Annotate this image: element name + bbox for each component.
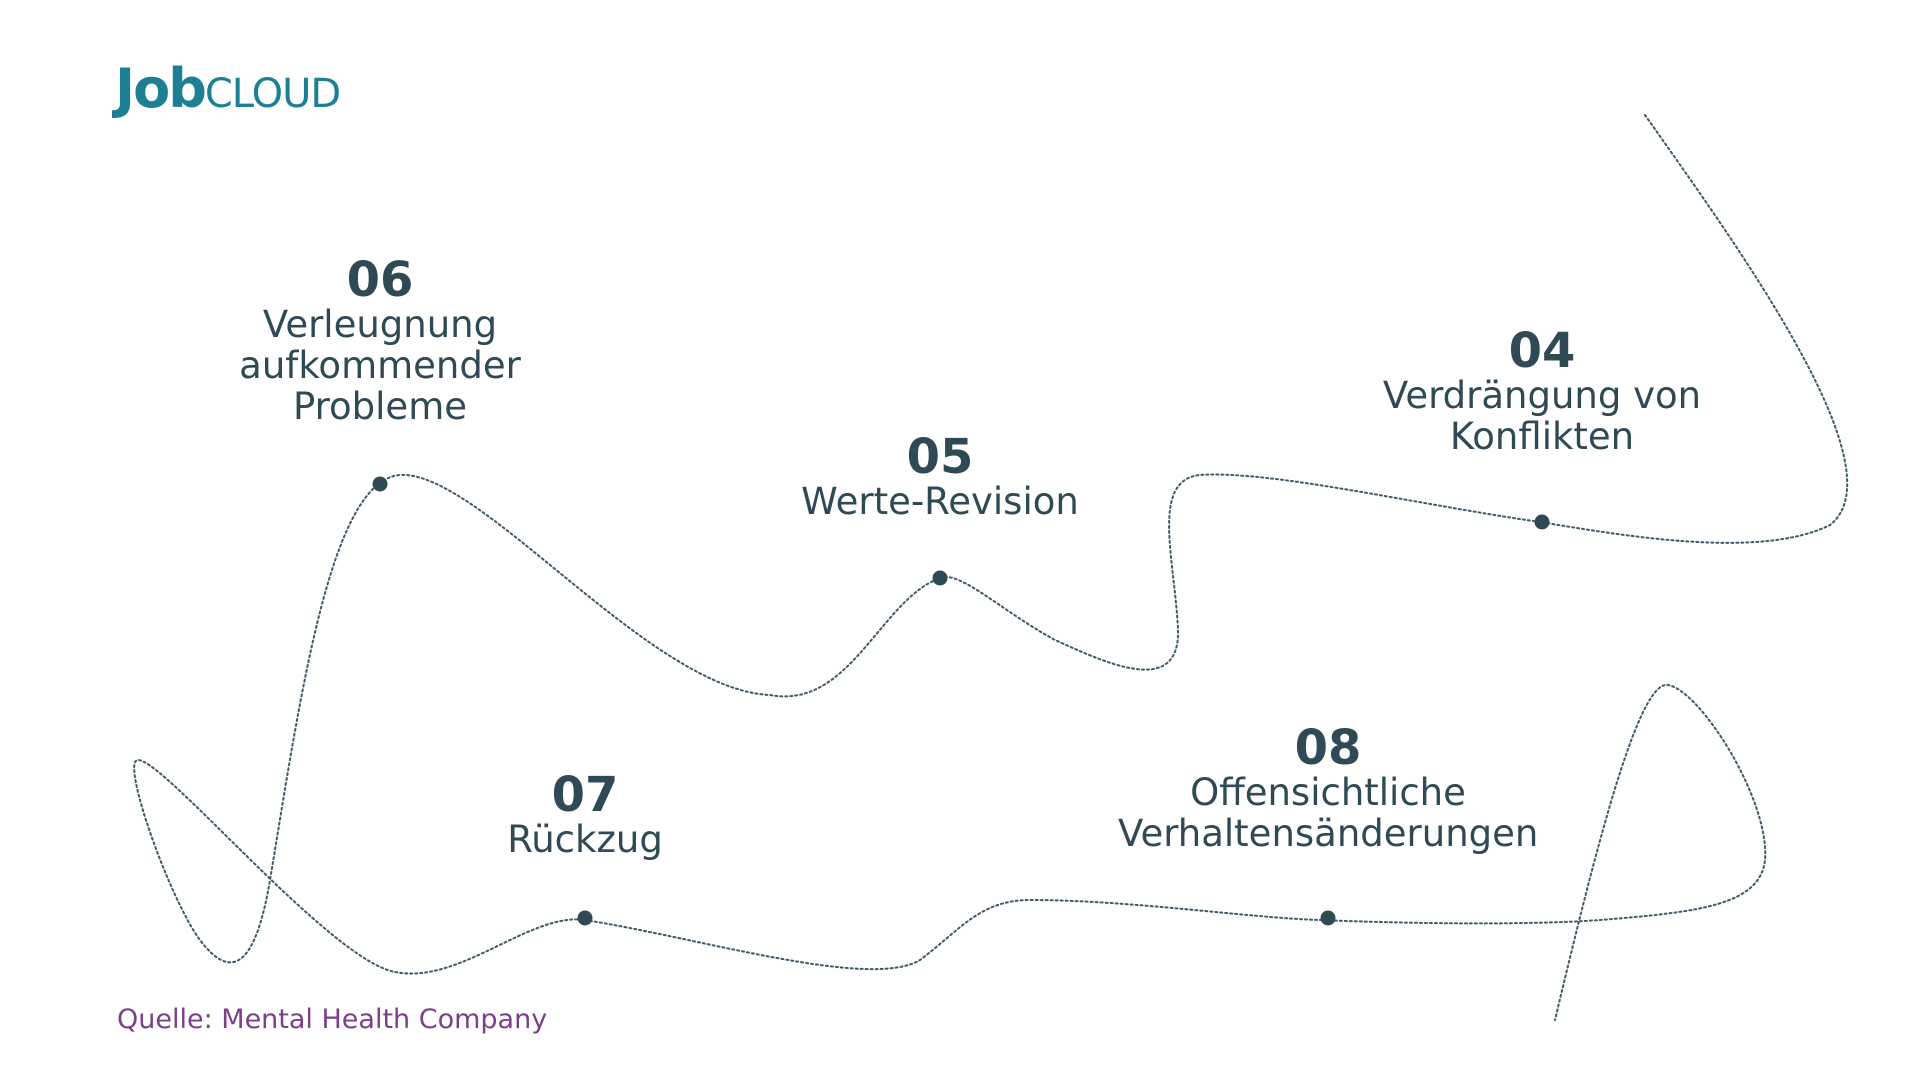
step-08-dot bbox=[1320, 910, 1336, 926]
step-08: 08 Offensichtliche Verhaltensänderungen bbox=[1088, 724, 1568, 854]
upper-dotted-path bbox=[133, 114, 1849, 1021]
step-04-number: 04 bbox=[1508, 323, 1576, 379]
step-07-label: Rückzug bbox=[507, 818, 663, 861]
step-06-dot bbox=[372, 476, 388, 492]
step-07-dot bbox=[577, 910, 593, 926]
step-07: 07 Rückzug bbox=[345, 771, 825, 860]
source-note: Quelle: Mental Health Company bbox=[117, 1004, 548, 1035]
logo-cloud-text: CLOUD bbox=[204, 71, 341, 117]
step-05: 05 Werte-Revision bbox=[700, 433, 1180, 522]
step-06-label: Verleugnung aufkommender Probleme bbox=[239, 303, 521, 428]
step-04-label: Verdrängung von Konflikten bbox=[1382, 374, 1702, 458]
step-06-number: 06 bbox=[346, 252, 414, 308]
step-08-number: 08 bbox=[1294, 720, 1362, 776]
step-05-dot bbox=[932, 570, 948, 586]
jobcloud-logo: JobCLOUD bbox=[115, 62, 341, 117]
step-06: 06 Verleugnung aufkommender Probleme bbox=[140, 256, 620, 427]
logo-job-text: Job bbox=[115, 57, 207, 120]
step-04-dot bbox=[1534, 514, 1550, 530]
step-05-number: 05 bbox=[906, 429, 974, 485]
step-07-number: 07 bbox=[551, 767, 619, 823]
step-08-label: Offensichtliche Verhaltensänderungen bbox=[1118, 771, 1539, 855]
step-05-label: Werte-Revision bbox=[801, 480, 1079, 523]
step-04: 04 Verdrängung von Konflikten bbox=[1302, 327, 1782, 457]
